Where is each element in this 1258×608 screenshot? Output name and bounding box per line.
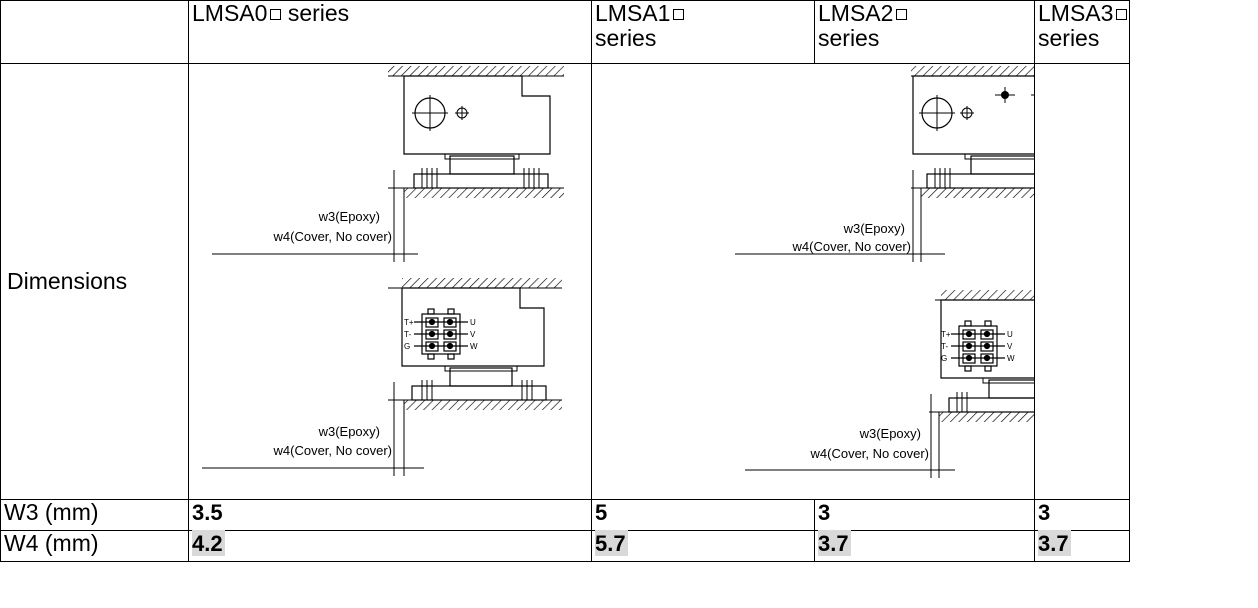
module-body (403, 75, 551, 155)
w3-label: W3 (mm) (0, 499, 189, 531)
svg-text:T-: T- (941, 342, 948, 351)
svg-text:w4(Cover, No cover): w4(Cover, No cover) (792, 239, 911, 254)
svg-text:W: W (470, 342, 478, 351)
placeholder-square-icon (896, 9, 908, 20)
w3-row: W3 (mm) 3.5 5 3 3 (0, 499, 1130, 531)
dimensions-row: Dimensions (0, 63, 1130, 500)
lmsa3-drawing-cell (1034, 63, 1130, 500)
placeholder-square-icon (270, 9, 282, 20)
terminal-block-icon (414, 308, 468, 360)
svg-text:T-: T- (404, 330, 411, 339)
svg-text:w3(Epoxy): w3(Epoxy) (843, 221, 905, 236)
svg-text:U: U (470, 318, 476, 327)
w4-lmsa3-value: 3.7 (1034, 530, 1130, 562)
header-corner-cell (0, 0, 189, 64)
w4-label: W4 (mm) (0, 530, 189, 562)
svg-text:w4(Cover, No cover): w4(Cover, No cover) (273, 443, 392, 458)
w4-row: W4 (mm) 4.2 5.7 3.7 3.7 (0, 530, 1130, 562)
svg-text:G: G (404, 342, 410, 351)
svg-text:w3(Epoxy): w3(Epoxy) (859, 426, 921, 441)
lmsa2-dimension-drawing: w3(Epoxy) w4(Cover, No cover) (735, 66, 1121, 478)
svg-text:w3(Epoxy): w3(Epoxy) (318, 209, 380, 224)
placeholder-square-icon (1116, 9, 1128, 20)
w3-lmsa2-value: 3 (814, 499, 1035, 531)
header-lmsa0: LMSA0 series (188, 0, 592, 64)
lmsa1-lmsa2-drawing-cell: w3(Epoxy) w4(Cover, No cover) (591, 63, 1121, 500)
svg-text:w4(Cover, No cover): w4(Cover, No cover) (273, 229, 392, 244)
mount-hole-icon (919, 87, 1051, 131)
dimensions-label: Dimensions (0, 63, 189, 500)
mount-hole-icon (412, 95, 469, 131)
svg-text:w4(Cover, No cover): w4(Cover, No cover) (810, 446, 929, 461)
svg-text:T+: T+ (941, 330, 951, 339)
w4-lmsa2-value: 3.7 (814, 530, 1035, 562)
svg-text:w3(Epoxy): w3(Epoxy) (318, 424, 380, 439)
w4-lmsa1-value: 5.7 (591, 530, 815, 562)
w3-lmsa0-value: 3.5 (188, 499, 592, 531)
placeholder-square-icon (673, 9, 685, 20)
lmsa0-drawing-cell: w3(Epoxy) w4(Cover, No cover) (188, 63, 592, 500)
lmsa0-dimension-drawing: w3(Epoxy) w4(Cover, No cover) (202, 66, 564, 476)
w4-lmsa0-value: 4.2 (188, 530, 592, 562)
svg-text:T+: T+ (404, 318, 414, 327)
svg-text:U: U (1007, 330, 1013, 339)
svg-text:W: W (1007, 354, 1015, 363)
w3-lmsa3-value: 3 (1034, 499, 1130, 531)
w3-lmsa1-value: 5 (591, 499, 815, 531)
svg-text:G: G (941, 354, 947, 363)
svg-text:V: V (1007, 342, 1013, 351)
hatch-top (388, 66, 564, 76)
terminal-block-icon (951, 320, 1005, 372)
svg-text:V: V (470, 330, 476, 339)
